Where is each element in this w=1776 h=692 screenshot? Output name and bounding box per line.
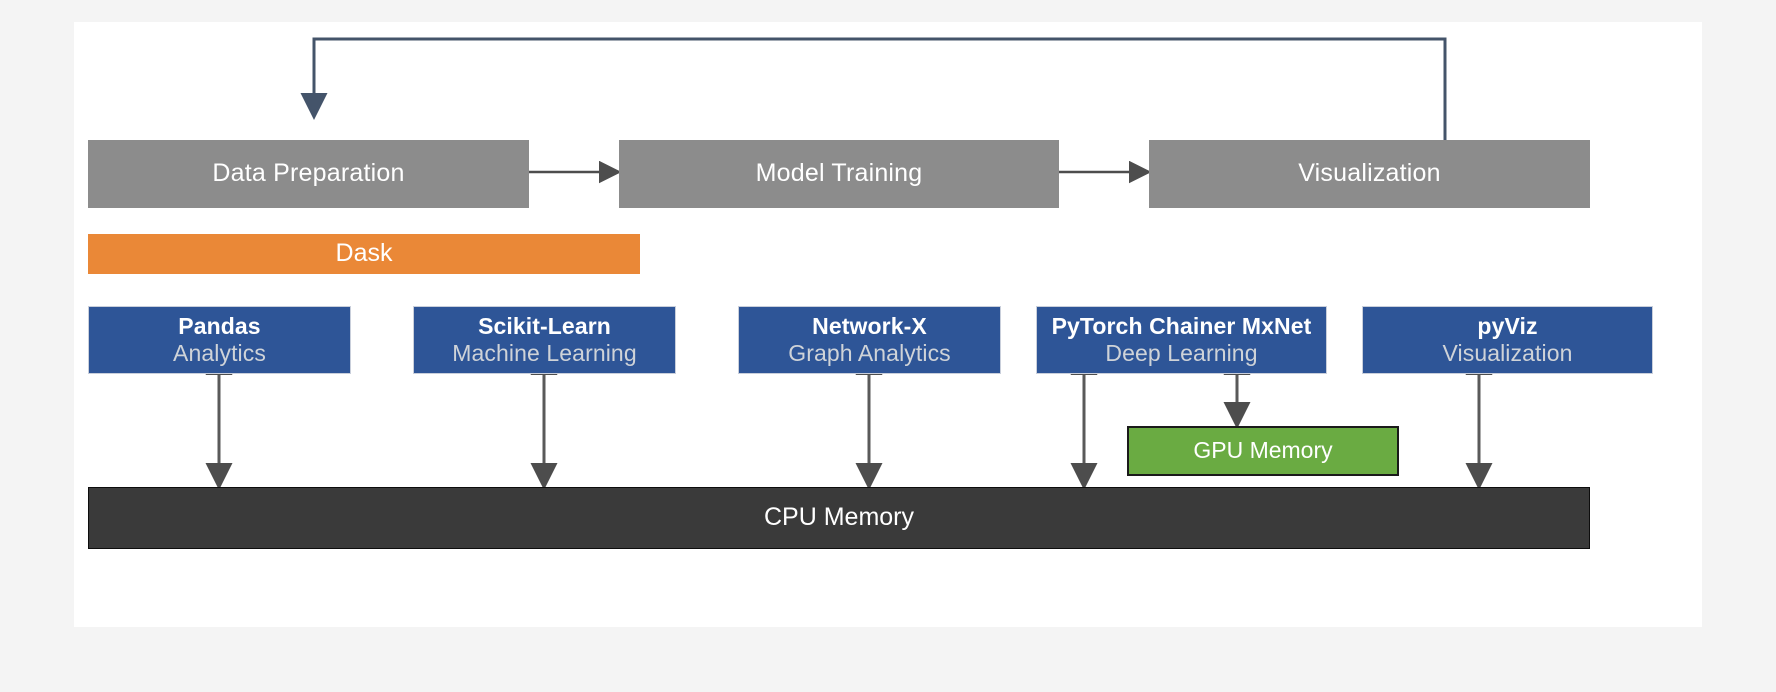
pipeline-box-label: Model Training — [755, 159, 923, 188]
library-subtitle: Analytics — [173, 340, 266, 366]
library-title: Scikit-Learn — [478, 312, 611, 339]
pipeline-box-label: Data Preparation — [212, 159, 405, 188]
library-box-pyviz[interactable]: pyViz Visualization — [1362, 306, 1653, 374]
library-box-scikit-learn[interactable]: Scikit-Learn Machine Learning — [413, 306, 676, 374]
library-subtitle: Graph Analytics — [788, 340, 951, 366]
library-title: pyViz — [1477, 312, 1538, 339]
library-box-pandas[interactable]: Pandas Analytics — [88, 306, 351, 374]
gpu-memory-box[interactable]: GPU Memory — [1127, 426, 1399, 476]
library-title: Pandas — [178, 312, 261, 339]
library-subtitle: Machine Learning — [452, 340, 637, 366]
library-title: Network-X — [812, 312, 927, 339]
dask-label: Dask — [335, 239, 393, 268]
cpu-memory-label: CPU Memory — [763, 503, 914, 532]
library-box-deep-learning[interactable]: PyTorch Chainer MxNet Deep Learning — [1036, 306, 1327, 374]
library-title: PyTorch Chainer MxNet — [1051, 312, 1312, 339]
library-subtitle: Deep Learning — [1105, 340, 1258, 366]
pipeline-box-model-training[interactable]: Model Training — [619, 140, 1059, 208]
pipeline-box-label: Visualization — [1298, 159, 1441, 188]
gpu-memory-label: GPU Memory — [1193, 437, 1333, 464]
feedback-arrow-visualization-to-data-preparation — [300, 37, 1447, 140]
library-subtitle: Visualization — [1442, 340, 1573, 366]
dask-scheduler-bar[interactable]: Dask — [88, 234, 640, 274]
cpu-memory-bar[interactable]: CPU Memory — [88, 487, 1590, 549]
pipeline-box-visualization[interactable]: Visualization — [1149, 140, 1590, 208]
pipeline-box-data-preparation[interactable]: Data Preparation — [88, 140, 529, 208]
library-box-network-x[interactable]: Network-X Graph Analytics — [738, 306, 1001, 374]
diagram-canvas: Data Preparation Model Training Visualiz… — [74, 22, 1702, 627]
